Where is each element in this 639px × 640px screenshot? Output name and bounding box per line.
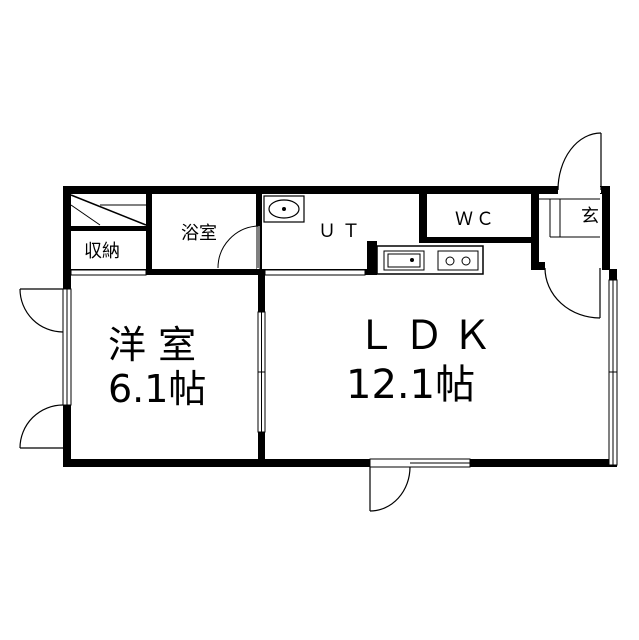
- western-room-name: 洋 室: [108, 323, 196, 367]
- storage-closet: [70, 194, 147, 226]
- bath-label: 浴室: [181, 223, 217, 244]
- ldk-bottom-door: [369, 458, 471, 512]
- western-room-window: [62, 288, 72, 406]
- ldk-window: [608, 279, 618, 466]
- bath-door: [217, 225, 260, 269]
- western-room-size: 6.1帖: [108, 367, 206, 411]
- storage-door: [70, 269, 147, 276]
- entrance-area: [539, 198, 600, 238]
- entrance-label: 玄: [581, 206, 599, 227]
- ldk-name: ＬＤＫ: [356, 313, 500, 359]
- ldk-size: 12.1帖: [346, 362, 475, 408]
- storage-label: 収納: [84, 241, 120, 262]
- kitchen-counter: [376, 245, 484, 275]
- washbasin: [263, 195, 305, 223]
- toilet-label: ＷＣ: [455, 209, 497, 230]
- utility-sliding-door: [264, 269, 366, 276]
- entrance-inner-door: [544, 262, 602, 319]
- entrance-front-door: [557, 132, 602, 193]
- western-room-balcony-door: [19, 288, 64, 449]
- partition-sliding-door: [257, 311, 266, 433]
- utility-label: ＵＴ: [318, 221, 366, 242]
